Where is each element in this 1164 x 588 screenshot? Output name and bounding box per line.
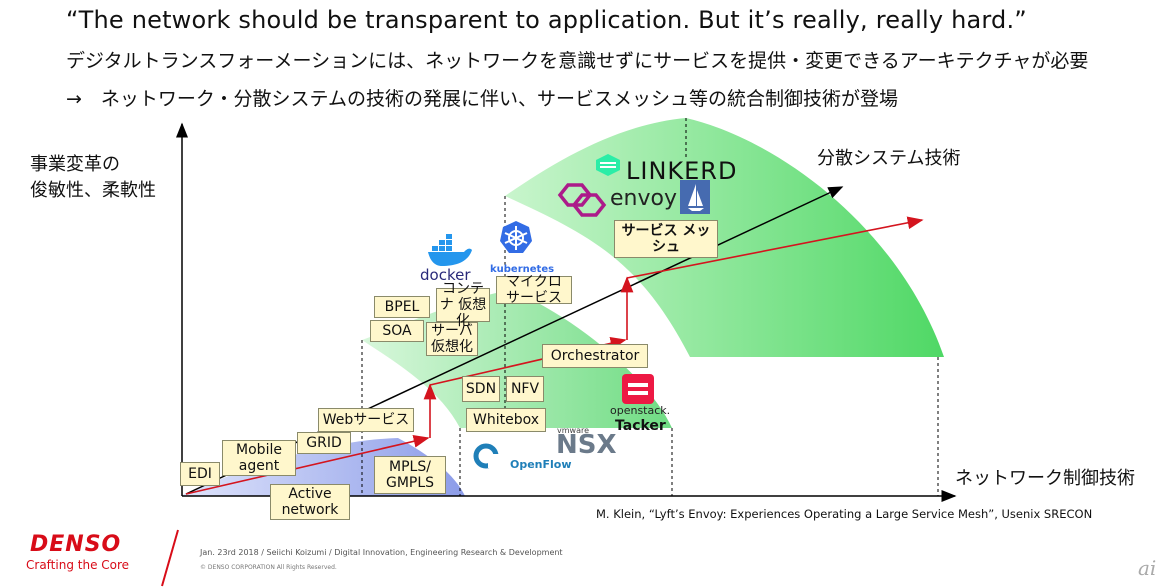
watermark: ai: [1138, 556, 1157, 580]
docker-logo: [428, 234, 472, 266]
citation: M. Klein, “Lyft’s Envoy: Experiences Ope…: [596, 507, 1093, 521]
openstack-logo-label: openstack.: [610, 404, 671, 417]
subtitle-line: デジタルトランスフォーメーションには、ネットワークを意識せずにサービスを提供・変…: [66, 50, 1089, 72]
subtitle-arrow-line: → ネットワーク・分散システムの技術の発展に伴い、サービスメッシュ等の統合制御技…: [66, 88, 898, 110]
istio-logo: [680, 180, 710, 214]
docker-logo-label: docker: [420, 266, 471, 284]
box-microservices: マイクロ サービス: [496, 274, 572, 306]
openflow-logo-icon: [473, 443, 500, 469]
envoy-logo-icon: [557, 183, 607, 217]
box-mobile-agent: Mobile agent: [222, 440, 296, 476]
y-axis-label: 事業変革の 俊敏性、柔軟性: [30, 152, 156, 204]
openflow-logo-label: OpenFlow: [510, 458, 572, 471]
box-soa: SOA: [370, 320, 424, 342]
diagonal-axis-label: 分散システム技術: [817, 148, 961, 169]
footer-divider: [161, 529, 179, 587]
vmware-logo-label: vmware: [557, 426, 590, 435]
denso-logo: DENSO: [30, 532, 122, 557]
kubernetes-logo-label: kubernetes: [490, 264, 555, 275]
box-orchestrator: Orchestrator: [542, 344, 648, 368]
linkerd-logo-icon: [596, 154, 620, 176]
box-server-virtualization: サーバ 仮想化: [426, 322, 478, 356]
footer-copyright: © DENSO CORPORATION All Rights Reserved.: [200, 564, 337, 571]
quote-title: “The network should be transparent to ap…: [66, 6, 1027, 34]
box-active-network: Active network: [270, 484, 350, 520]
linkerd-logo-label: LINKERD: [626, 157, 738, 185]
box-mpls: MPLS/ GMPLS: [374, 456, 446, 494]
footer-credit: Jan. 23rd 2018 / Seiichi Koizumi / Digit…: [200, 548, 563, 557]
box-bpel: BPEL: [374, 296, 430, 318]
openstack-logo-icon: [622, 374, 654, 404]
box-whitebox: Whitebox: [466, 408, 546, 432]
distributed-region-large: [505, 118, 944, 357]
x-axis-label: ネットワーク制御技術: [955, 468, 1135, 489]
nsx-logo-label: NSX: [556, 430, 617, 460]
y-axis-label-line2: 俊敏性、柔軟性: [30, 180, 156, 201]
kubernetes-logo: [500, 221, 532, 253]
box-nfv: NFV: [506, 376, 544, 402]
box-grid: GRID: [297, 432, 351, 454]
tacker-logo-label: Tacker: [615, 418, 666, 434]
y-axis-label-line1: 事業変革の: [30, 154, 120, 175]
box-sdn: SDN: [462, 376, 500, 402]
box-container-virtualization: コンテナ 仮想化: [436, 281, 490, 329]
box-edi: EDI: [180, 462, 220, 486]
tagline: Crafting the Core: [26, 558, 130, 572]
envoy-logo-label: envoy: [610, 186, 677, 211]
box-web-services: Webサービス: [318, 408, 414, 432]
box-service-mesh: サービス メッシュ: [614, 220, 718, 258]
